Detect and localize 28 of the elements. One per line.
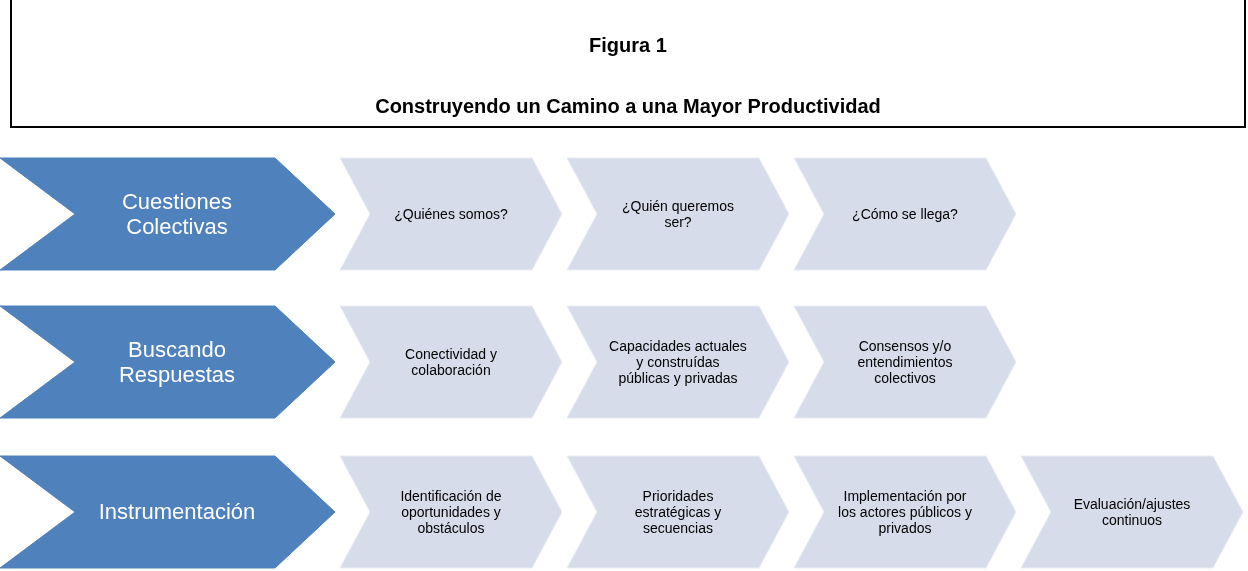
- panel-text: Cuestiones Colectivas: [120, 188, 234, 240]
- panel-text: Conectividad y colaboración: [404, 345, 498, 379]
- panel-text: Consensos y/o entendimientos colectivos: [856, 337, 954, 387]
- panel-text: ¿Quién queremos ser?: [620, 197, 736, 231]
- step-panel: [340, 456, 562, 568]
- step-panel: [340, 158, 562, 270]
- step-panel: [567, 158, 789, 270]
- panel-text: Prioridades estratégicas y secuencias: [633, 487, 723, 537]
- step-panel: [340, 306, 562, 418]
- step-panel: [794, 306, 1016, 418]
- stage-panel: [0, 456, 335, 568]
- figure-label: Figura 1: [589, 34, 667, 57]
- panel-text: ¿Cómo se llega?: [852, 205, 958, 223]
- panel-text: Implementación por los actores públicos y privados: [837, 487, 973, 537]
- panel-text: Capacidades actuales y construídas públicas y privadas: [609, 337, 747, 387]
- step-panel: [1021, 456, 1243, 568]
- panel-text: Identificación de oportunidades y obstáculos: [399, 487, 503, 537]
- panel-text: Evaluación/ajustes continuos: [1072, 495, 1192, 529]
- stage-panel: [0, 158, 335, 270]
- step-panel: [567, 456, 789, 568]
- step-panel: [567, 306, 789, 418]
- panel-text: ¿Quiénes somos?: [394, 205, 508, 223]
- stage-panel: [0, 306, 335, 418]
- step-panel: [794, 456, 1016, 568]
- panel-text: Buscando Respuestas: [117, 336, 237, 388]
- step-panel: [794, 158, 1016, 270]
- panel-text: Instrumentación: [98, 499, 256, 525]
- title: Construyendo un Camino a una Mayor Productividad: [375, 95, 881, 118]
